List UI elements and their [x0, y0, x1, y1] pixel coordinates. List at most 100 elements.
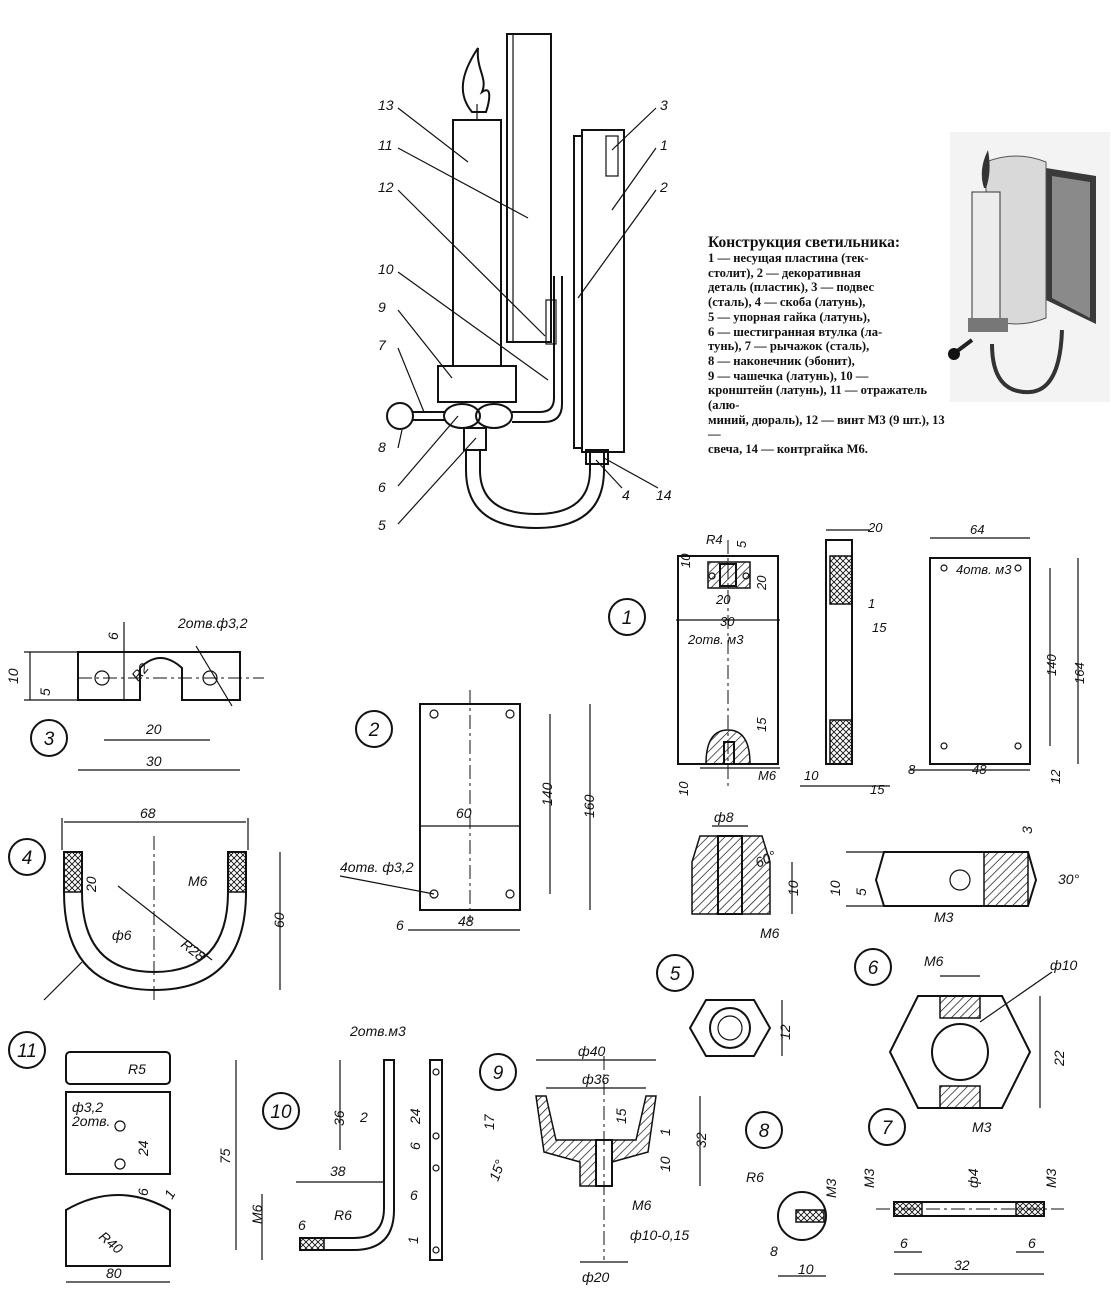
svg-text:80: 80 — [106, 1265, 122, 1281]
caption-line: 8 — наконечник (эбонит), — [708, 353, 855, 368]
caption-line: тунь), 7 — рычажок (сталь), — [708, 339, 870, 354]
svg-text:24: 24 — [407, 1108, 423, 1125]
svg-text:36: 36 — [331, 1110, 347, 1126]
svg-text:ф3,2: ф3,2 — [72, 1099, 103, 1115]
svg-text:1: 1 — [161, 1187, 179, 1202]
carrier-plate — [581, 129, 625, 453]
svg-text:4отв. м3: 4отв. м3 — [956, 562, 1012, 577]
callout-13: 13 — [378, 97, 394, 113]
svg-text:5: 5 — [37, 688, 53, 696]
svg-text:60: 60 — [271, 912, 287, 928]
lamp-photo — [948, 132, 1110, 402]
svg-text:R2: R2 — [128, 660, 152, 684]
svg-text:М3: М3 — [934, 909, 954, 925]
svg-text:М3: М3 — [972, 1119, 992, 1135]
svg-text:R5: R5 — [128, 1061, 146, 1077]
bubble-8: 8 — [759, 1121, 770, 1142]
svg-text:10: 10 — [798, 1261, 814, 1277]
svg-text:М6: М6 — [632, 1197, 652, 1213]
svg-text:30: 30 — [720, 614, 735, 629]
svg-text:2отв.м3: 2отв.м3 — [349, 1023, 406, 1039]
svg-text:75: 75 — [217, 1148, 233, 1164]
reflector — [506, 33, 552, 343]
svg-text:R28: R28 — [178, 936, 208, 965]
svg-text:10: 10 — [657, 1156, 673, 1172]
svg-text:6: 6 — [298, 1217, 306, 1233]
svg-text:12: 12 — [1048, 769, 1063, 784]
svg-text:R4: R4 — [706, 532, 723, 547]
svg-text:68: 68 — [140, 805, 156, 821]
part-11-reflector: R5 ф3,2 2отв. 24 6 1 R40 80 — [65, 1051, 179, 1283]
part-4-u-clamp: 68 20 М6 ф6 R28 60 — [43, 805, 287, 1001]
bubble-2: 2 — [368, 720, 380, 741]
svg-text:15°: 15° — [486, 1157, 508, 1183]
p3-holes: 2отв.ф3,2 — [177, 615, 248, 631]
callout-2: 2 — [659, 179, 668, 195]
bubble-4: 4 — [22, 848, 33, 869]
svg-text:17: 17 — [481, 1113, 497, 1130]
svg-text:R6: R6 — [746, 1169, 764, 1185]
svg-text:15: 15 — [872, 620, 887, 635]
svg-text:6: 6 — [105, 632, 121, 640]
svg-text:М6: М6 — [758, 768, 777, 783]
svg-text:6: 6 — [407, 1142, 423, 1150]
lever-tip — [386, 402, 414, 430]
caption-title: Конструкция светильника: — [708, 234, 901, 251]
svg-text:15: 15 — [870, 782, 885, 797]
callout-12: 12 — [378, 179, 394, 195]
svg-text:М3: М3 — [1043, 1168, 1059, 1188]
svg-text:ф8: ф8 — [714, 809, 734, 825]
svg-text:1: 1 — [868, 596, 875, 611]
svg-text:48: 48 — [458, 913, 474, 929]
svg-text:3: 3 — [1019, 826, 1035, 834]
svg-text:1: 1 — [405, 1236, 421, 1244]
svg-text:8: 8 — [908, 762, 916, 777]
svg-text:6: 6 — [135, 1188, 151, 1196]
bracket — [512, 276, 563, 423]
svg-text:ф4: ф4 — [965, 1168, 981, 1188]
svg-text:160: 160 — [581, 794, 597, 818]
svg-text:М3: М3 — [823, 1178, 839, 1198]
part-5-thrust-nut: ф8 60° 10 М6 12 — [688, 809, 801, 1057]
svg-text:10: 10 — [676, 781, 691, 796]
svg-text:ф10-0,15: ф10-0,15 — [630, 1227, 689, 1243]
assembly-callout-labels: 13 11 12 10 9 7 8 6 5 3 1 2 4 14 — [378, 97, 672, 533]
part-2-decorative: 60 140 160 4отв. ф3,2 6 48 — [339, 690, 597, 933]
svg-text:32: 32 — [693, 1132, 709, 1148]
svg-text:12: 12 — [777, 1024, 793, 1040]
callout-11: 11 — [378, 137, 393, 153]
callout-1: 1 — [660, 137, 668, 153]
svg-text:24: 24 — [135, 1140, 151, 1157]
part-10-bracket: 2отв.м3 36 24 2 6 75 38 6 М6 6 R6 1 — [217, 1023, 443, 1261]
svg-text:6: 6 — [396, 917, 404, 933]
svg-text:10: 10 — [827, 880, 843, 896]
caption-line: свеча, 14 — контргайка М6. — [708, 442, 868, 457]
caption-block: Конструкция светильника: 1 — несущая пла… — [708, 234, 958, 457]
svg-text:4отв. ф3,2: 4отв. ф3,2 — [340, 859, 414, 875]
svg-text:М6: М6 — [760, 925, 780, 941]
callout-9: 9 — [378, 299, 386, 315]
svg-text:2: 2 — [359, 1109, 368, 1125]
svg-text:64: 64 — [970, 522, 984, 537]
svg-text:6: 6 — [900, 1235, 908, 1251]
svg-text:М3: М3 — [861, 1168, 877, 1188]
svg-text:5: 5 — [853, 888, 869, 896]
caption-line: деталь (пластик), 3 — подвес — [708, 280, 875, 295]
svg-text:20: 20 — [145, 721, 162, 737]
svg-text:30°: 30° — [1058, 871, 1080, 887]
svg-text:ф36: ф36 — [582, 1071, 609, 1087]
svg-text:10: 10 — [804, 768, 819, 783]
svg-text:ф40: ф40 — [578, 1043, 605, 1059]
caption-line: кронштейн (латунь), 11 — отражатель (алю… — [708, 383, 928, 413]
hex-bushing — [443, 403, 481, 429]
cup — [437, 365, 517, 403]
part-7-lever: М3 ф4 М3 6 6 32 — [861, 1168, 1064, 1275]
bubble-1: 1 — [622, 608, 633, 629]
caption-line: 5 — упорная гайка (латунь), — [708, 309, 871, 324]
caption-line: столит), 2 — декоративная — [708, 265, 861, 280]
svg-text:М6: М6 — [924, 953, 944, 969]
svg-text:1: 1 — [657, 1128, 673, 1136]
part-3-hanger: 2отв.ф3,2 6 10 5 R2 20 30 — [5, 615, 264, 771]
part-1-carrier-plate: 10 R4 5 20 20 30 2отв. м3 15 10 М6 20 1 … — [676, 520, 1087, 797]
